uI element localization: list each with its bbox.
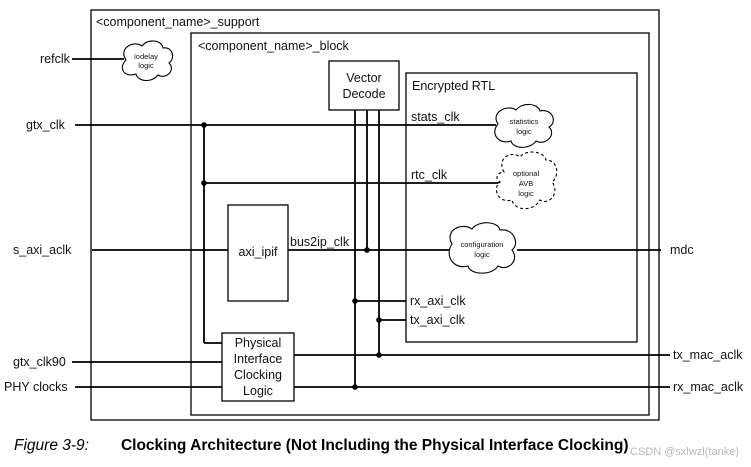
figure-number: Figure 3-9: (14, 437, 89, 454)
stats-clk-label: stats_clk (411, 110, 460, 124)
refclk-label: refclk (40, 52, 71, 66)
junction-dot (376, 352, 382, 358)
tx-axi-clk-label: tx_axi_clk (410, 313, 466, 327)
configuration-text-1: configuration (461, 240, 504, 249)
rx-axi-clk-label: rx_axi_clk (410, 294, 466, 308)
junction-dot (352, 384, 358, 390)
statistics-text-2: logic (516, 127, 532, 136)
physical-label-1: Physical (235, 336, 282, 350)
physical-label-2: Interface (234, 352, 283, 366)
iodelay-logic-cloud: iodelay logic (121, 40, 174, 82)
encrypted-rtl-title: Encrypted RTL (412, 79, 495, 93)
vector-decode-label-2: Decode (342, 87, 385, 101)
gtx-clk-label: gtx_clk (26, 118, 66, 132)
rtc-clk-label: rtc_clk (411, 168, 448, 182)
axi-ipif-label: axi_ipif (239, 245, 278, 259)
statistics-logic-cloud: statistics logic (494, 103, 554, 148)
s-axi-aclk-label: s_axi_aclk (13, 243, 72, 257)
figure-title: Clocking Architecture (Not Including the… (120, 437, 629, 454)
watermark-text: CSDN @sxlwzl(tanke) (630, 446, 739, 458)
phy-clocks-label: PHY clocks (4, 380, 68, 394)
junction-dot (364, 247, 370, 253)
configuration-text-2: logic (474, 250, 490, 259)
gtx-clk90-label: gtx_clk90 (13, 355, 66, 369)
junction-dot (376, 317, 382, 323)
rx-mac-aclk-label: rx_mac_aclk (673, 380, 744, 394)
junction-dot (201, 180, 207, 186)
block-box-title: <component_name>_block (198, 39, 350, 53)
physical-interface-clocking-box (221, 332, 295, 402)
vector-decode-box (328, 60, 400, 111)
physical-label-3: Clocking (234, 368, 282, 382)
iodelay-text-1: iodelay (134, 52, 158, 61)
iodelay-text-2: logic (138, 61, 154, 70)
avb-text-1: optional (513, 169, 540, 178)
avb-text-3: logic (518, 189, 534, 198)
configuration-logic-cloud: configuration logic (448, 222, 517, 274)
junction-dot (201, 122, 207, 128)
junction-dot (352, 298, 358, 304)
tx-mac-aclk-label: tx_mac_aclk (673, 348, 743, 362)
figure-caption: Figure 3-9: Clocking Architecture (Not In… (14, 437, 734, 463)
bus2ip-clk-label: bus2ip_clk (290, 235, 350, 249)
optional-avb-logic-cloud: optional AVB logic (495, 151, 558, 210)
vector-decode-label-1: Vector (346, 71, 381, 85)
axi-ipif-box (227, 204, 289, 302)
avb-text-2: AVB (519, 179, 533, 188)
statistics-text-1: statistics (510, 117, 539, 126)
physical-label-4: Logic (243, 384, 273, 398)
mdc-label: mdc (670, 243, 694, 257)
support-box-title: <component_name>_support (96, 15, 260, 29)
